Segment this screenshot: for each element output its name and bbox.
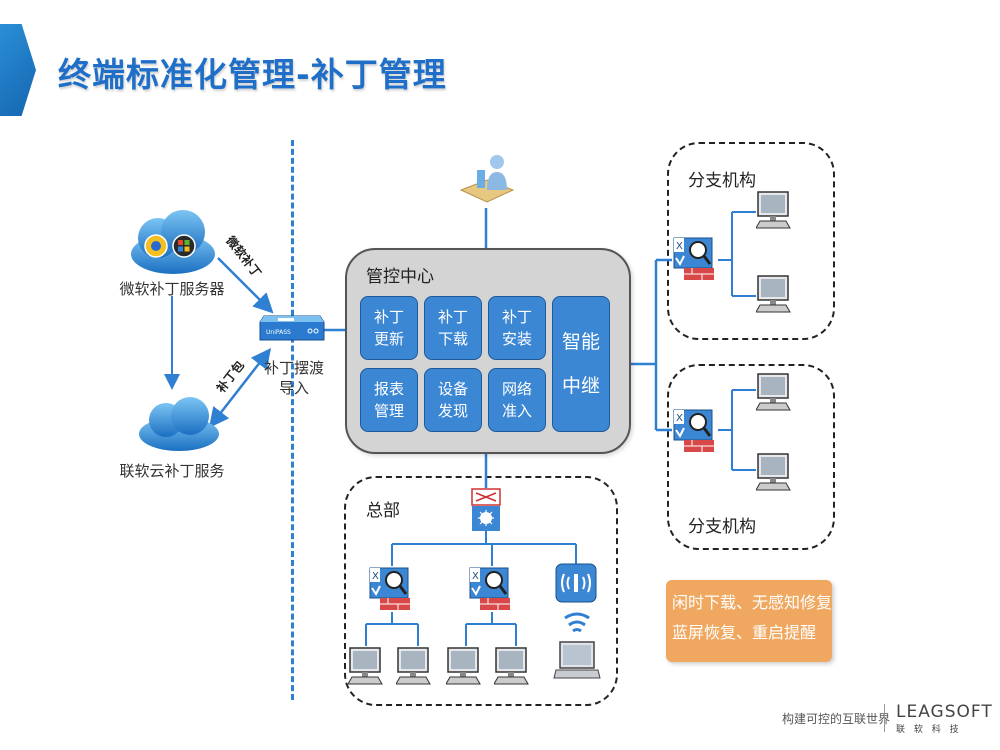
module-network-access: 网络 准入 [488, 368, 546, 432]
branch-label-2: 分支机构 [688, 517, 756, 537]
desktop-computer-icon [756, 275, 791, 313]
hq-label: 总部 [366, 501, 400, 521]
laptop-icon [553, 612, 601, 679]
module-patch-download: 补丁 下载 [424, 296, 482, 360]
page-title: 终端标准化管理-补丁管理 [58, 55, 447, 94]
module-device-discovery: 设备 发现 [424, 368, 482, 432]
footer-divider [884, 704, 885, 732]
boundary-divider [291, 140, 294, 700]
branch-box-2 [667, 364, 835, 550]
wireless-ap-icon [555, 563, 597, 603]
module-patch-update: 补丁 更新 [360, 296, 418, 360]
access-gateway-icon: X [673, 409, 714, 452]
svg-text:X: X [676, 413, 683, 424]
feature-note-line-1: 闲时下载、无感知修复 [672, 593, 833, 612]
brand-logo: LEAGSOFT [896, 702, 993, 722]
feature-note: 闲时下载、无感知修复 蓝屏恢复、重启提醒 [666, 580, 832, 662]
footer-slogan: 构建可控的互联世界 [782, 712, 891, 726]
desktop-computer-icon [494, 647, 529, 685]
core-switch-icon [471, 488, 501, 531]
module-smart-relay: 智能 中继 [552, 296, 610, 432]
access-gateway-icon: X [673, 237, 714, 280]
svg-text:X: X [472, 571, 479, 582]
desktop-computer-icon [756, 453, 791, 491]
device-brand-text: UniPASS [266, 329, 291, 336]
cloud-service-label: 联软云补丁服务 [119, 462, 225, 480]
access-gateway-icon: X [369, 567, 410, 610]
access-gateway-icon: X [469, 567, 510, 610]
desktop-computer-icon [756, 373, 791, 411]
cloud-service-icon [139, 397, 219, 451]
brand-logo-cn: 联 软 科 技 [896, 725, 962, 735]
desktop-computer-icon [396, 647, 431, 685]
desktop-computer-icon [348, 647, 383, 685]
branch-label-1: 分支机构 [688, 171, 756, 191]
svg-text:X: X [372, 571, 379, 582]
unipass-device-icon: UniPASS [259, 315, 325, 341]
desktop-computer-icon [756, 191, 791, 229]
control-center-label: 管控中心 [366, 267, 434, 287]
admin-user-icon [459, 155, 515, 203]
desktop-computer-icon [446, 647, 481, 685]
module-report-management: 报表 管理 [360, 368, 418, 432]
module-patch-install: 补丁 安装 [488, 296, 546, 360]
feature-note-line-2: 蓝屏恢复、重启提醒 [672, 623, 817, 642]
ferry-import-label: 补丁摆渡导入 [263, 359, 324, 397]
microsoft-cloud-icon [131, 210, 215, 274]
svg-text:X: X [676, 241, 683, 252]
ms-server-label: 微软补丁服务器 [119, 280, 225, 298]
